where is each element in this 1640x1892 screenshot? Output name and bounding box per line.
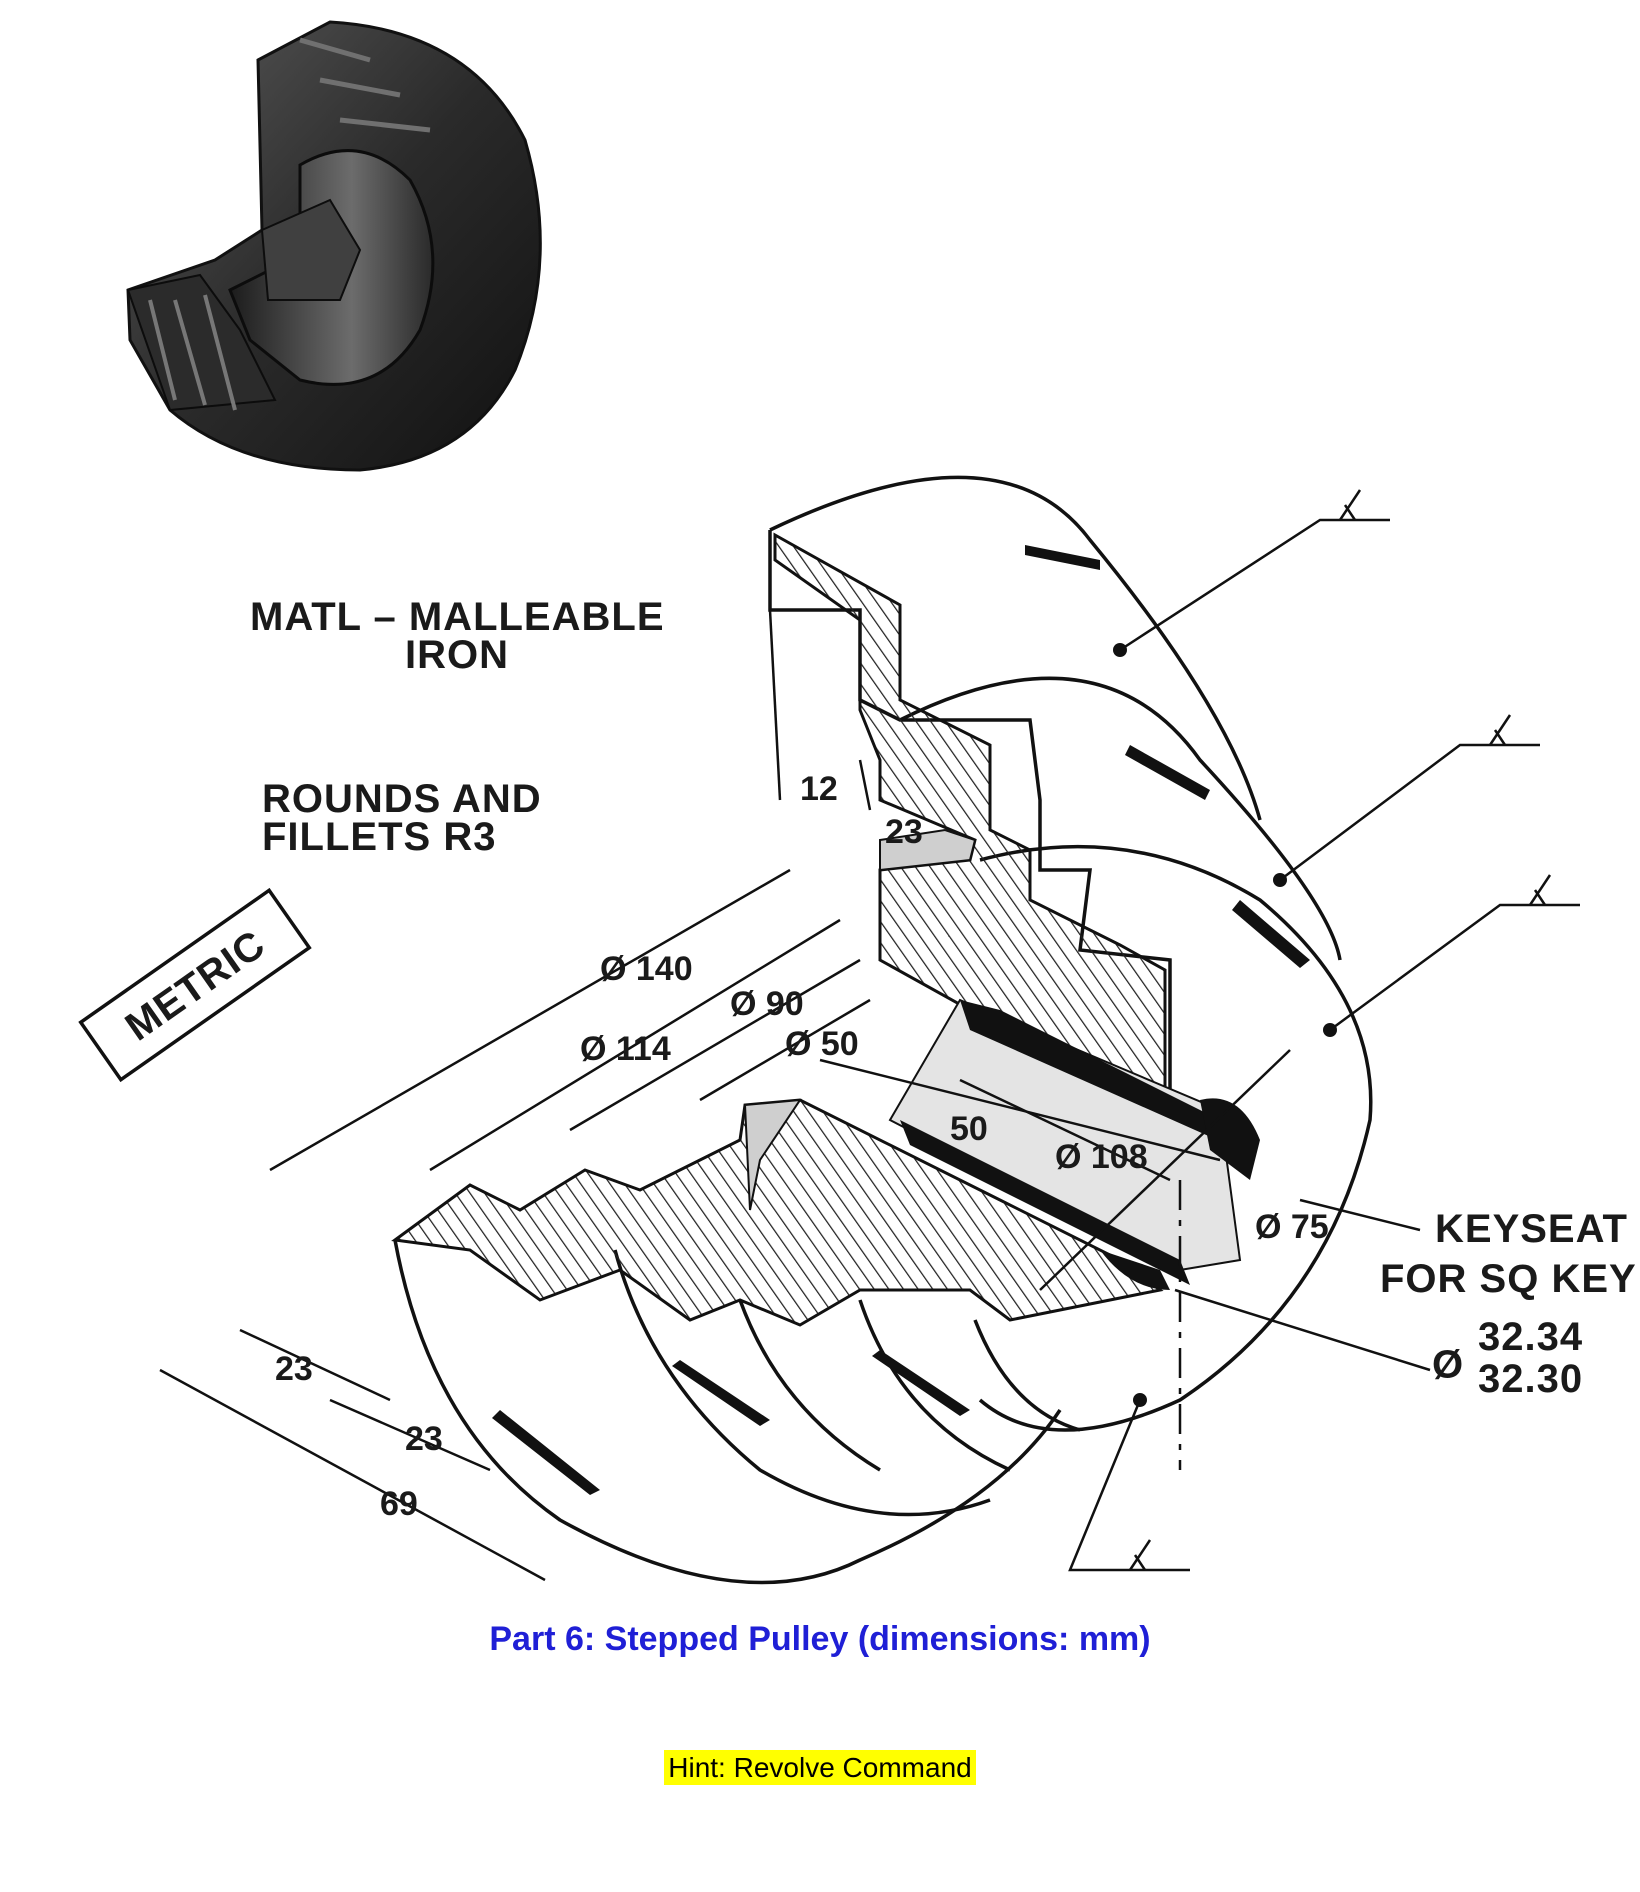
- rounds-note-line2: FILLETS R3: [262, 815, 496, 859]
- keyseat-lower: 32.30: [1478, 1357, 1583, 1401]
- dim-d108: Ø 108: [1055, 1138, 1148, 1176]
- section-upper-dots: [879, 828, 977, 872]
- dim-d140: Ø 140: [600, 950, 693, 988]
- metric-stamp: METRIC: [78, 887, 312, 1083]
- material-note-line1: MATL – MALLEABLE: [250, 595, 665, 639]
- keyseat-line2: FOR SQ KEY: [1380, 1257, 1637, 1301]
- dim-d75: Ø 75: [1255, 1208, 1329, 1246]
- dim-d90: Ø 90: [730, 985, 804, 1023]
- finish-dots: [1113, 643, 1337, 1407]
- dim-w23-a: 23: [275, 1350, 313, 1388]
- fillet-bands: [492, 545, 1310, 1495]
- bore-shading: [888, 998, 1260, 1290]
- dim-len50: 50: [950, 1110, 988, 1148]
- dim-w23-top: 23: [885, 813, 923, 851]
- keyseat-line1: KEYSEAT: [1435, 1207, 1628, 1251]
- keyseat-dia-symbol: Ø: [1432, 1343, 1464, 1387]
- dim-w12: 12: [800, 770, 838, 808]
- material-note-line2: IRON: [405, 633, 509, 677]
- figure-caption: Part 6: Stepped Pulley (dimensions: mm): [489, 1620, 1151, 1658]
- hint-container: Hint: Revolve Command: [0, 1750, 1640, 1785]
- dim-w23-b: 23: [405, 1420, 443, 1458]
- shaded-pulley-image: [126, 20, 542, 472]
- rounds-note-line1: ROUNDS AND: [262, 777, 542, 821]
- hint-text: Hint: Revolve Command: [664, 1750, 976, 1785]
- finish-leaders: [1068, 489, 1580, 1572]
- dim-d114: Ø 114: [580, 1030, 671, 1068]
- dimension-lines: [159, 609, 1431, 1582]
- section-lower-dots: [743, 1098, 802, 1211]
- dim-w69: 69: [380, 1485, 418, 1523]
- dim-d50: Ø 50: [785, 1025, 859, 1063]
- keyseat-upper: 32.34: [1478, 1315, 1583, 1359]
- pulley-drawing: METRIC MATL – MALLEABLE IRON ROUNDS AND …: [78, 20, 1637, 1585]
